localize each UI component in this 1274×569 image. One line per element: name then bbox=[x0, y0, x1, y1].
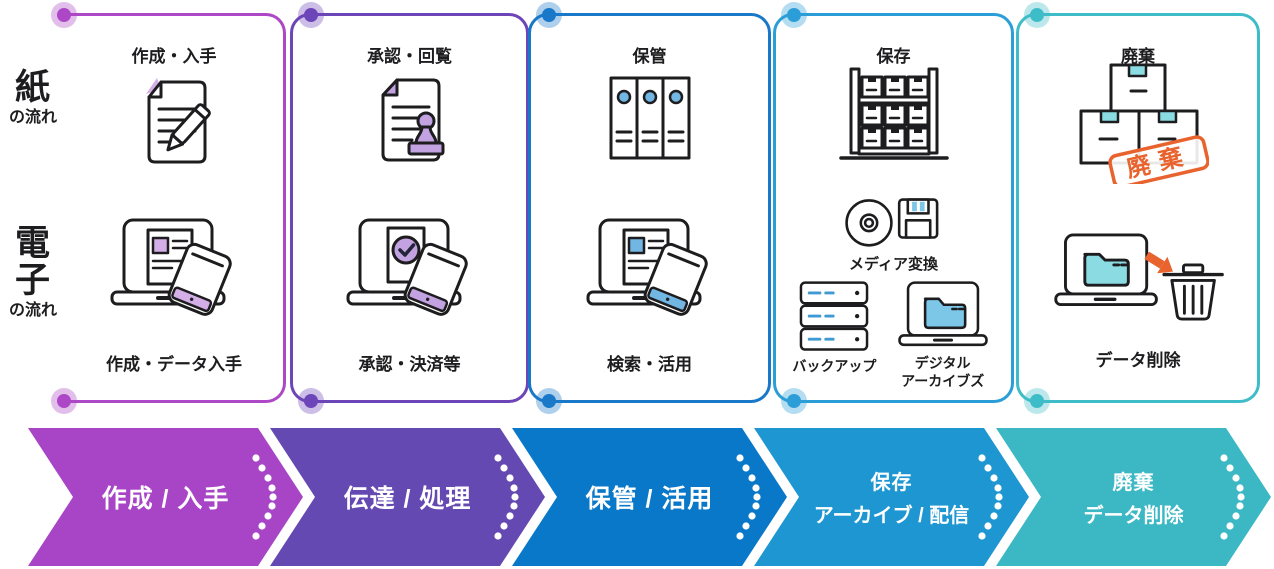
document-stamp-icon bbox=[293, 72, 526, 168]
laptop-folder-trash-icon bbox=[1019, 230, 1257, 325]
stage2-electronic-label: 承認・決済等 bbox=[358, 355, 461, 374]
storage-rack-icon bbox=[776, 64, 1011, 162]
laptop-document-tablet-icon bbox=[65, 216, 283, 326]
document-pencil-icon bbox=[65, 72, 283, 168]
laptop-folder-icon bbox=[897, 281, 988, 347]
dotted-chevron-icon bbox=[494, 454, 519, 540]
process-arrow-preserve: 保存 アーカイブ / 配信 bbox=[754, 428, 1029, 566]
stage-box-store-utilize: 保管 bbox=[528, 2, 771, 414]
process-arrow-label: 伝達 / 処理 bbox=[343, 485, 472, 513]
backup-block: バックアップ bbox=[792, 280, 876, 376]
dotted-chevron-icon bbox=[736, 454, 761, 540]
digital-archives-block: デジタル アーカイブズ bbox=[891, 280, 995, 390]
stage1-electronic-label: 作成・データ入手 bbox=[106, 355, 242, 374]
media-conversion-block: メディア変換 bbox=[776, 194, 1011, 274]
digital-archives-label-line1: デジタル bbox=[914, 355, 971, 371]
stage-box-dispose-delete: 廃棄 廃棄 bbox=[1016, 2, 1260, 414]
connector-node-icon bbox=[1024, 2, 1050, 28]
process-arrow-label: 作成 / 入手 bbox=[101, 485, 230, 513]
connector-node-icon bbox=[536, 388, 562, 414]
process-arrow-label-line2: データ削除 bbox=[1083, 505, 1184, 527]
process-arrow-label-line2: アーカイブ / 配信 bbox=[813, 505, 970, 527]
media-conversion-label: メディア変換 bbox=[849, 256, 938, 273]
dotted-chevron-icon bbox=[1220, 454, 1245, 540]
server-icon bbox=[800, 281, 869, 351]
stage4-paper-label: 保存 bbox=[876, 47, 911, 66]
connector-node-icon bbox=[298, 388, 324, 414]
stage1-paper-label: 作成・入手 bbox=[131, 47, 217, 66]
paper-flow-row-label: 紙 の流れ bbox=[0, 68, 66, 127]
stage3-electronic-label: 検索・活用 bbox=[607, 355, 692, 374]
connector-node-icon bbox=[51, 388, 77, 414]
connector-node-icon bbox=[536, 2, 562, 28]
connector-node-icon bbox=[1024, 388, 1050, 414]
process-arrow-transmit: 伝達 / 処理 bbox=[270, 428, 545, 566]
connector-node-icon bbox=[781, 2, 807, 28]
stage5-paper-label: 廃棄 bbox=[1121, 47, 1155, 66]
stage5-electronic-label: データ削除 bbox=[1095, 351, 1181, 370]
process-arrow-label-line1: 保存 bbox=[870, 472, 913, 494]
backup-label: バックアップ bbox=[792, 358, 877, 374]
electronic-flow-subtitle: の流れ bbox=[8, 301, 57, 319]
dotted-chevron-icon bbox=[978, 454, 1003, 540]
paper-flow-title: 紙 bbox=[14, 68, 51, 107]
disposal-stamp: 廃棄 bbox=[1108, 135, 1209, 184]
process-arrow-label-line1: 廃棄 bbox=[1112, 472, 1155, 494]
stage3-paper-label: 保管 bbox=[632, 47, 667, 66]
connector-node-icon bbox=[298, 2, 324, 28]
stage-box-create-acquire: 作成・入手 bbox=[51, 2, 286, 414]
laptop-document-tablet-icon bbox=[531, 216, 768, 326]
binders-icon bbox=[531, 72, 768, 164]
delete-arrow-icon bbox=[1144, 251, 1173, 274]
connector-node-icon bbox=[781, 388, 807, 414]
process-arrow-create: 作成 / 入手 bbox=[28, 428, 303, 566]
backup-archive-row: バックアップ デジタル アーカイブズ bbox=[778, 280, 1009, 390]
laptop-check-tablet-icon bbox=[293, 216, 526, 326]
paper-flow-subtitle: の流れ bbox=[8, 108, 57, 126]
digital-archives-label: デジタル アーカイブズ bbox=[891, 355, 995, 390]
electronic-flow-title: 電子 bbox=[14, 224, 51, 300]
stage-box-preserve-archive: 保存 bbox=[773, 2, 1014, 414]
digital-archives-label-line2: アーカイブズ bbox=[901, 372, 985, 389]
cd-floppy-icon bbox=[844, 198, 938, 247]
boxes-disposal-stamp-icon: 廃棄 bbox=[1019, 60, 1257, 184]
dotted-chevron-icon bbox=[252, 454, 277, 540]
stage2-paper-label: 承認・回覧 bbox=[367, 47, 452, 66]
stage-box-transmit-process: 承認・回覧 bbox=[290, 2, 529, 414]
electronic-flow-row-label: 電子 の流れ bbox=[0, 224, 66, 319]
process-arrow-dispose: 廃棄 データ削除 bbox=[996, 428, 1271, 566]
process-arrow-store: 保管 / 活用 bbox=[512, 428, 787, 566]
connector-node-icon bbox=[51, 2, 77, 28]
process-arrow-label: 保管 / 活用 bbox=[585, 485, 714, 513]
